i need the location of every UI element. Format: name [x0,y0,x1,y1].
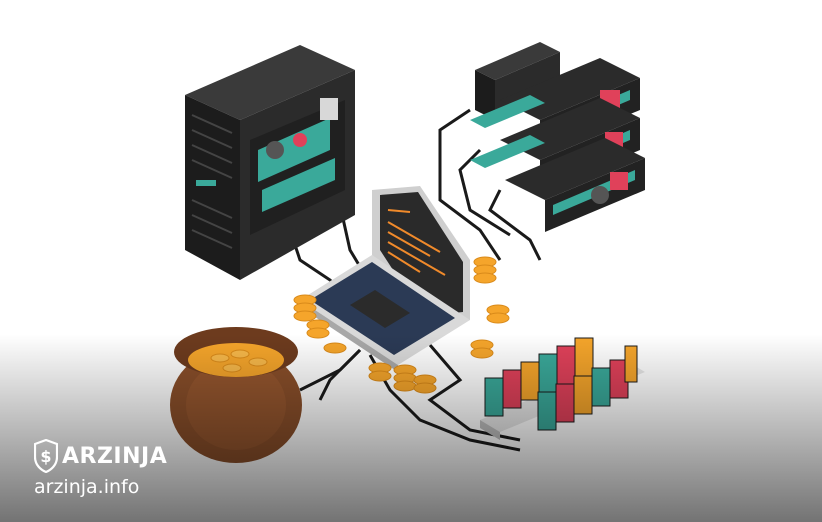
dollar-shield-icon: $ [34,439,58,473]
watermark-logo: $ ARZINJA arzinja.info [34,438,194,508]
brand-url: arzinja.info [34,476,140,498]
brand-name: ARZINJA [62,443,168,469]
svg-text:$: $ [40,447,51,466]
brand-row: $ ARZINJA [34,438,194,474]
